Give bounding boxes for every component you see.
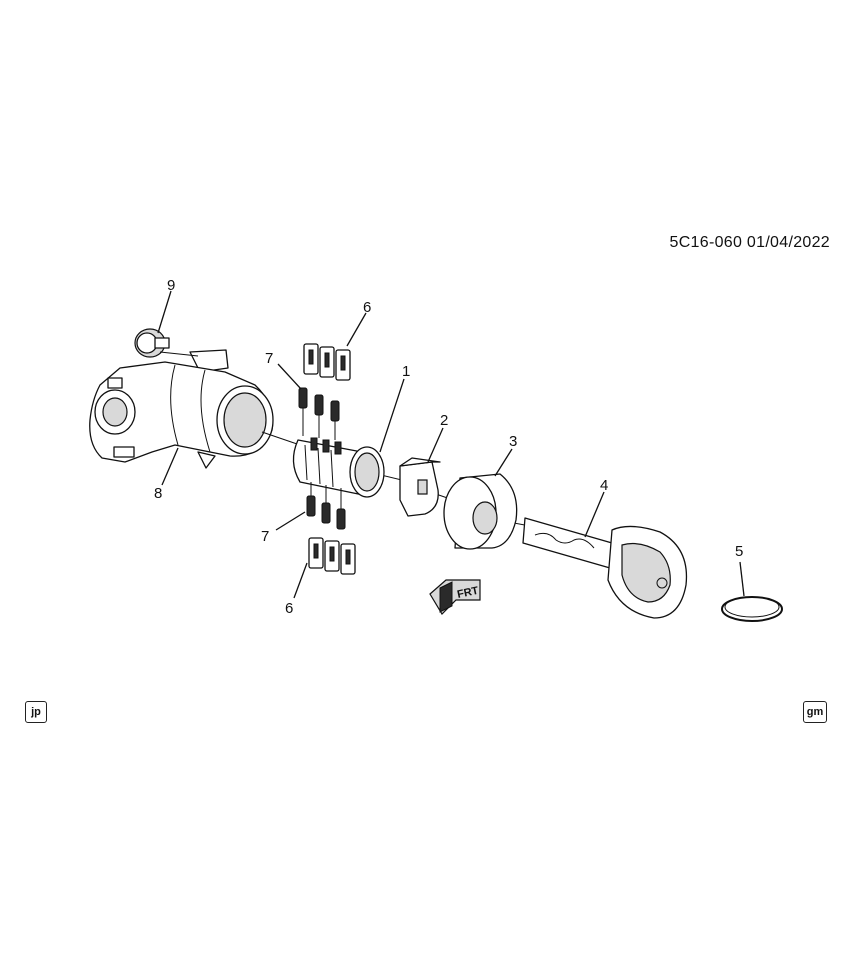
leader-3: [494, 448, 513, 477]
callout-3: 3: [509, 433, 517, 450]
callout-9: 9: [167, 277, 175, 294]
part-2-retainer: [399, 457, 441, 517]
callout-7-lower: 7: [261, 528, 269, 545]
callout-2: 2: [440, 412, 448, 429]
part-3-seal-ring: [443, 473, 518, 550]
leader-6-upper: [346, 312, 367, 347]
part-9-cap: [134, 328, 170, 358]
callout-6-upper: 6: [363, 299, 371, 316]
front-direction-arrow: FRT: [429, 579, 481, 615]
leader-6-lower: [293, 562, 308, 599]
part-7-springs-upper: [298, 387, 340, 440]
leader-1: [379, 378, 405, 453]
callout-5: 5: [735, 543, 743, 560]
leader-7-upper: [277, 363, 302, 390]
part-7-springs-lower: [306, 482, 346, 530]
leader-4: [584, 491, 605, 538]
part-1-lock-cylinder: [292, 437, 385, 498]
diagram-code: 5C16-060 01/04/2022: [669, 234, 830, 251]
frt-label: FRT: [456, 585, 480, 601]
leader-8: [161, 447, 179, 486]
part-4-key: [522, 517, 688, 619]
part-6-wafers-lower: [308, 537, 356, 575]
leader-9: [157, 290, 172, 334]
gm-badge: gm: [803, 701, 827, 723]
part-5-split-ring: [721, 596, 783, 622]
callout-1: 1: [402, 363, 410, 380]
part-6-wafers-upper: [303, 343, 351, 381]
part-8-lock-housing: [89, 349, 274, 469]
callout-4: 4: [600, 477, 608, 494]
jp-badge: jp: [25, 701, 47, 723]
leader-7-lower: [275, 511, 306, 531]
leader-2: [427, 427, 444, 463]
callout-8: 8: [154, 485, 162, 502]
callout-7-upper: 7: [265, 350, 273, 367]
callout-6-lower: 6: [285, 600, 293, 617]
leader-5: [739, 561, 745, 597]
